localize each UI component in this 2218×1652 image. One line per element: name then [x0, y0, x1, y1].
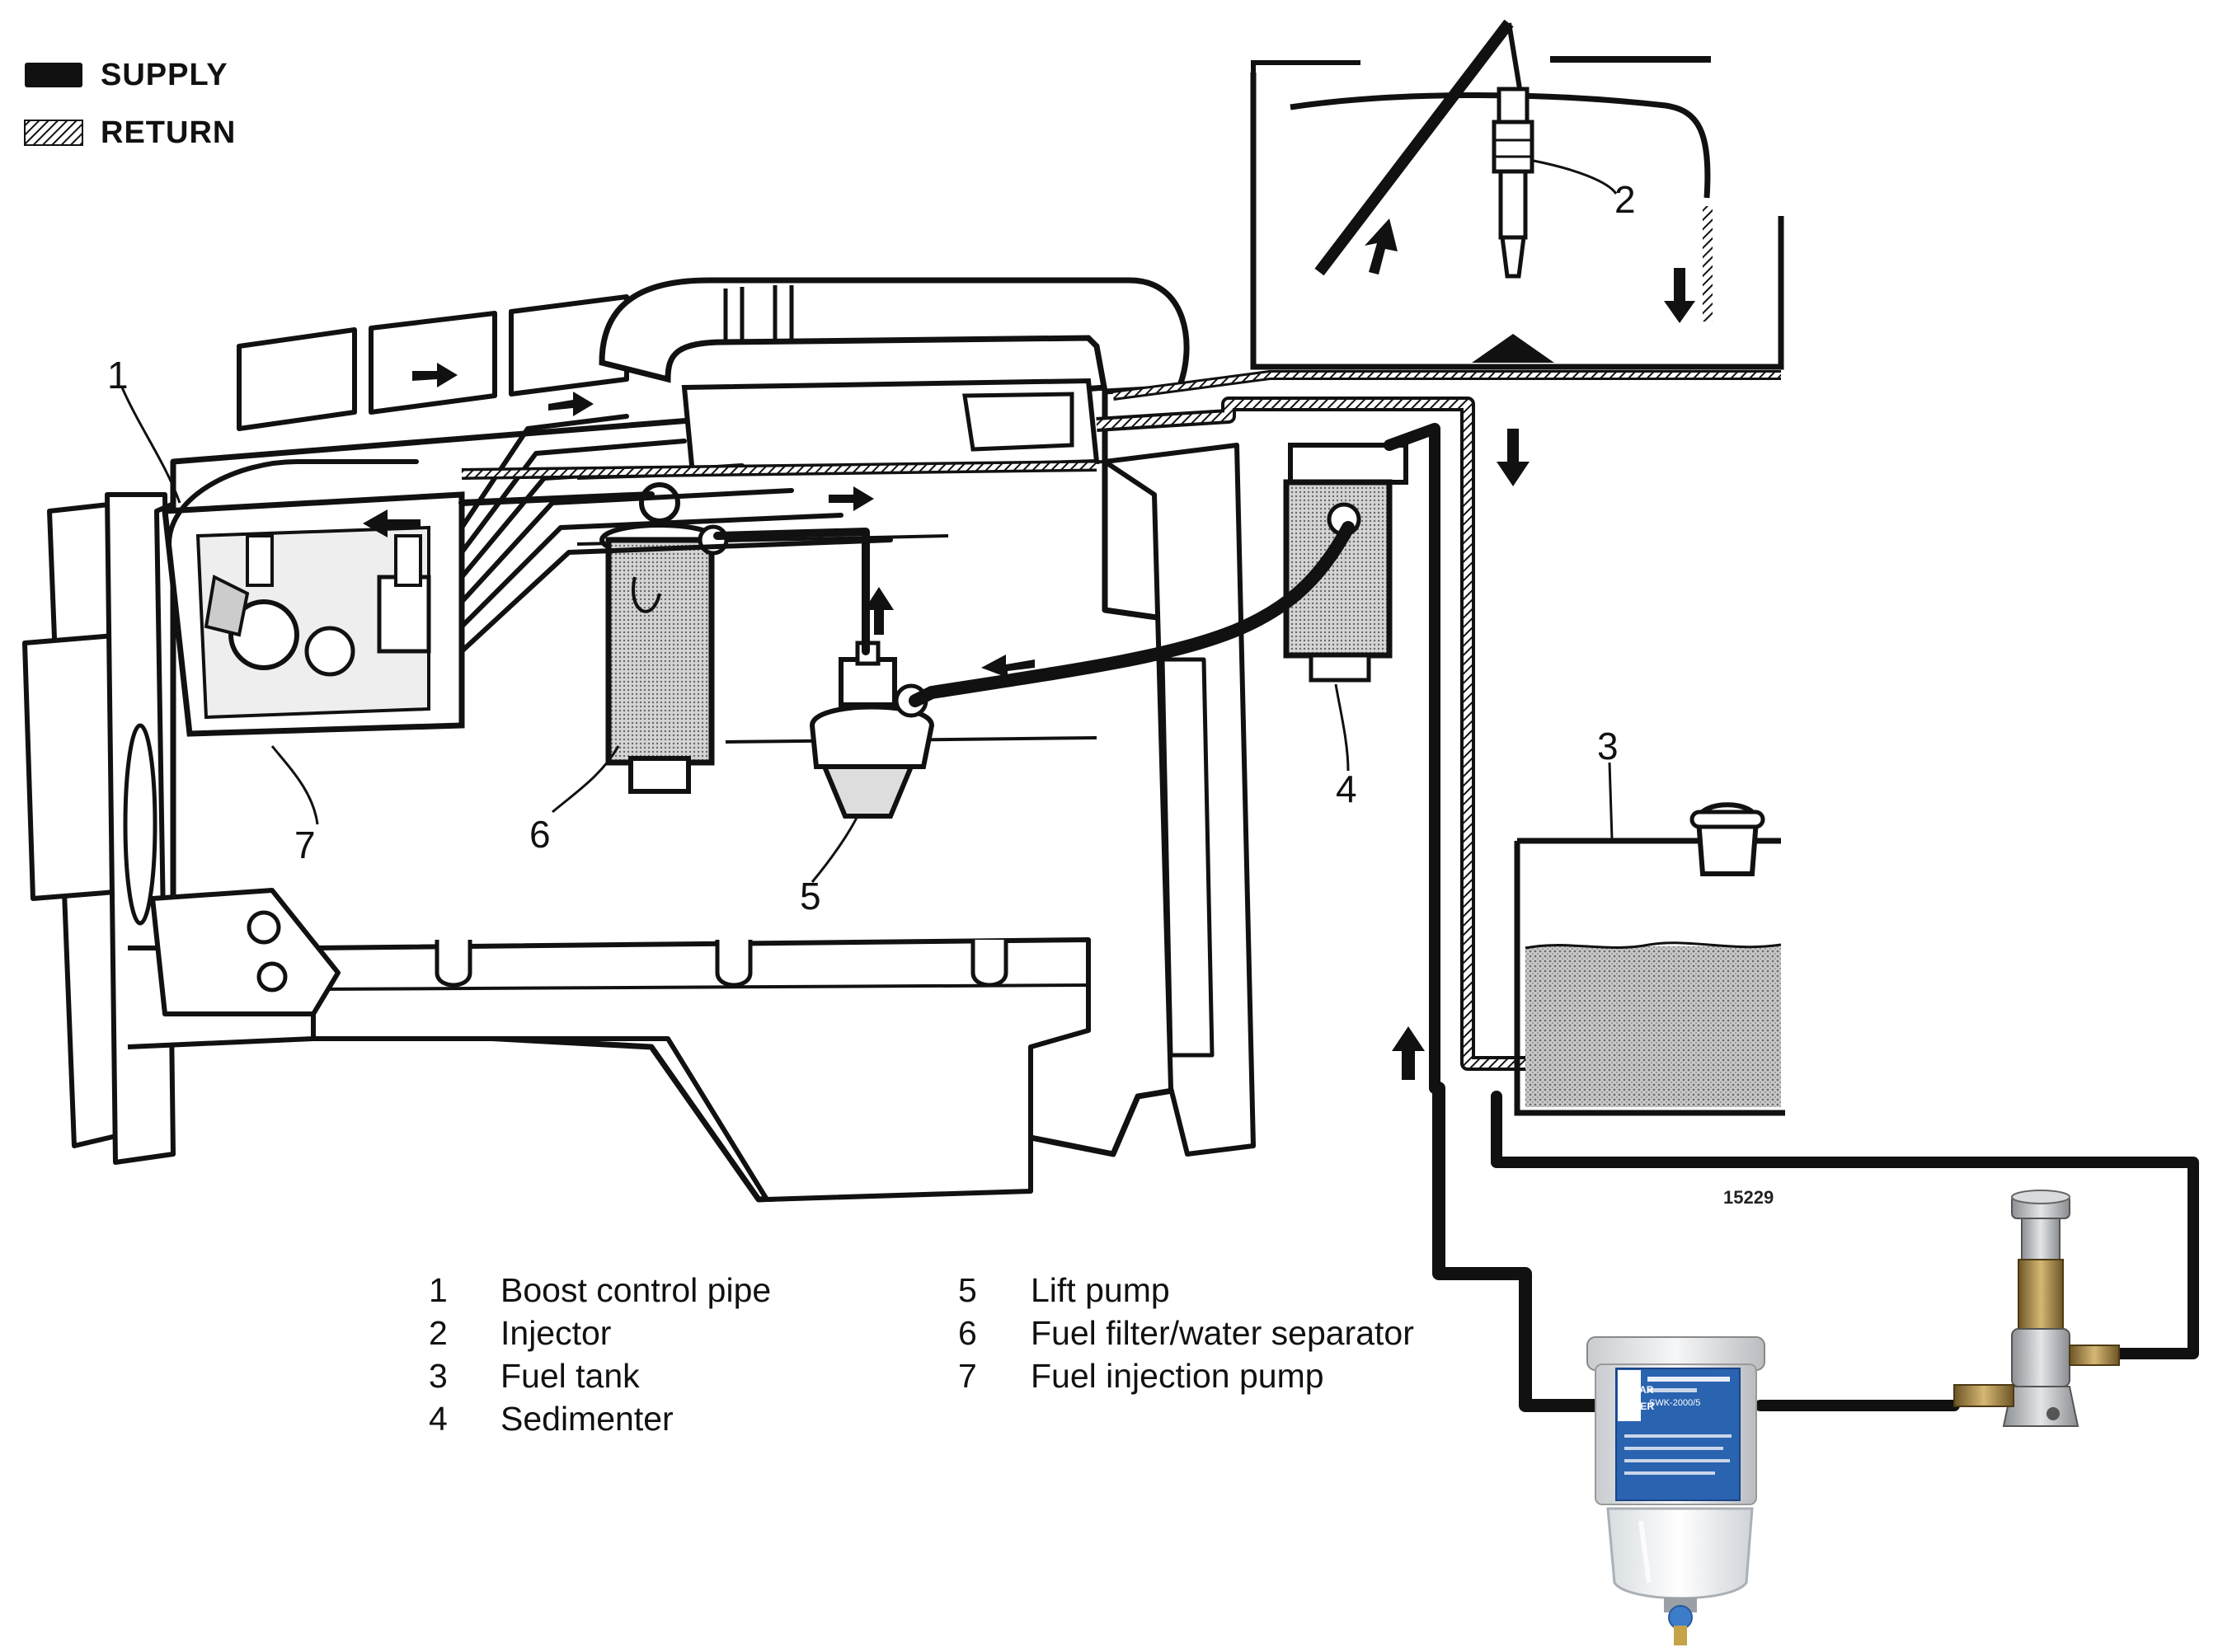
- legend-return-swatch: [24, 120, 83, 146]
- callout-7: 7: [294, 824, 316, 866]
- callout-6: 6: [529, 813, 551, 856]
- callout-4: 4: [1336, 767, 1357, 810]
- key-num-6: 6: [958, 1314, 977, 1352]
- key-text-7: Fuel injection pump: [1031, 1357, 1324, 1395]
- key-num-3: 3: [429, 1357, 448, 1395]
- callout-3: 3: [1597, 725, 1619, 767]
- key-text-3: Fuel tank: [500, 1357, 640, 1395]
- key-text-2: Injector: [500, 1314, 612, 1352]
- fuel-filter-water-separator: [599, 482, 729, 794]
- key-text-5: Lift pump: [1031, 1271, 1170, 1309]
- key-num-2: 2: [429, 1314, 448, 1352]
- key-num-7: 7: [958, 1357, 977, 1395]
- separ-filter: [1586, 1336, 1765, 1645]
- legend-supply-label: SUPPLY: [101, 58, 228, 92]
- fuel-tank: [1514, 762, 1785, 1116]
- separ-brand-line2: FILTER: [1620, 1401, 1654, 1412]
- key-num-4: 4: [429, 1400, 448, 1438]
- legend-supply-swatch: [25, 63, 82, 87]
- injector-inset: [1250, 19, 1784, 370]
- key-text-1: Boost control pipe: [500, 1271, 772, 1309]
- figure-code: 15229: [1723, 1187, 1774, 1208]
- supply-lines: [167, 414, 2199, 1412]
- callout-1: 1: [107, 354, 129, 397]
- return-lines: [461, 370, 1781, 1071]
- lift-pump: [809, 641, 935, 819]
- key-num-1: 1: [429, 1271, 448, 1309]
- key-text-4: Sedimenter: [500, 1400, 674, 1438]
- separ-model: SWK-2000/5: [1649, 1398, 1700, 1408]
- sedimenter: [1283, 443, 1408, 683]
- separ-brand-line1: SEPAR: [1620, 1384, 1654, 1396]
- legend-return-label: RETURN: [101, 115, 237, 150]
- injection-pump: [162, 491, 465, 737]
- callout-2: 2: [1614, 178, 1636, 221]
- hand-primer-pump: [1953, 1190, 2120, 1427]
- key-text-6: Fuel filter/water separator: [1031, 1314, 1414, 1352]
- flow-arrows: [363, 363, 1530, 1080]
- key-num-5: 5: [958, 1271, 977, 1309]
- callout-leaders: [120, 387, 1350, 883]
- callout-5: 5: [800, 875, 821, 918]
- intake-pipe: [599, 277, 1190, 477]
